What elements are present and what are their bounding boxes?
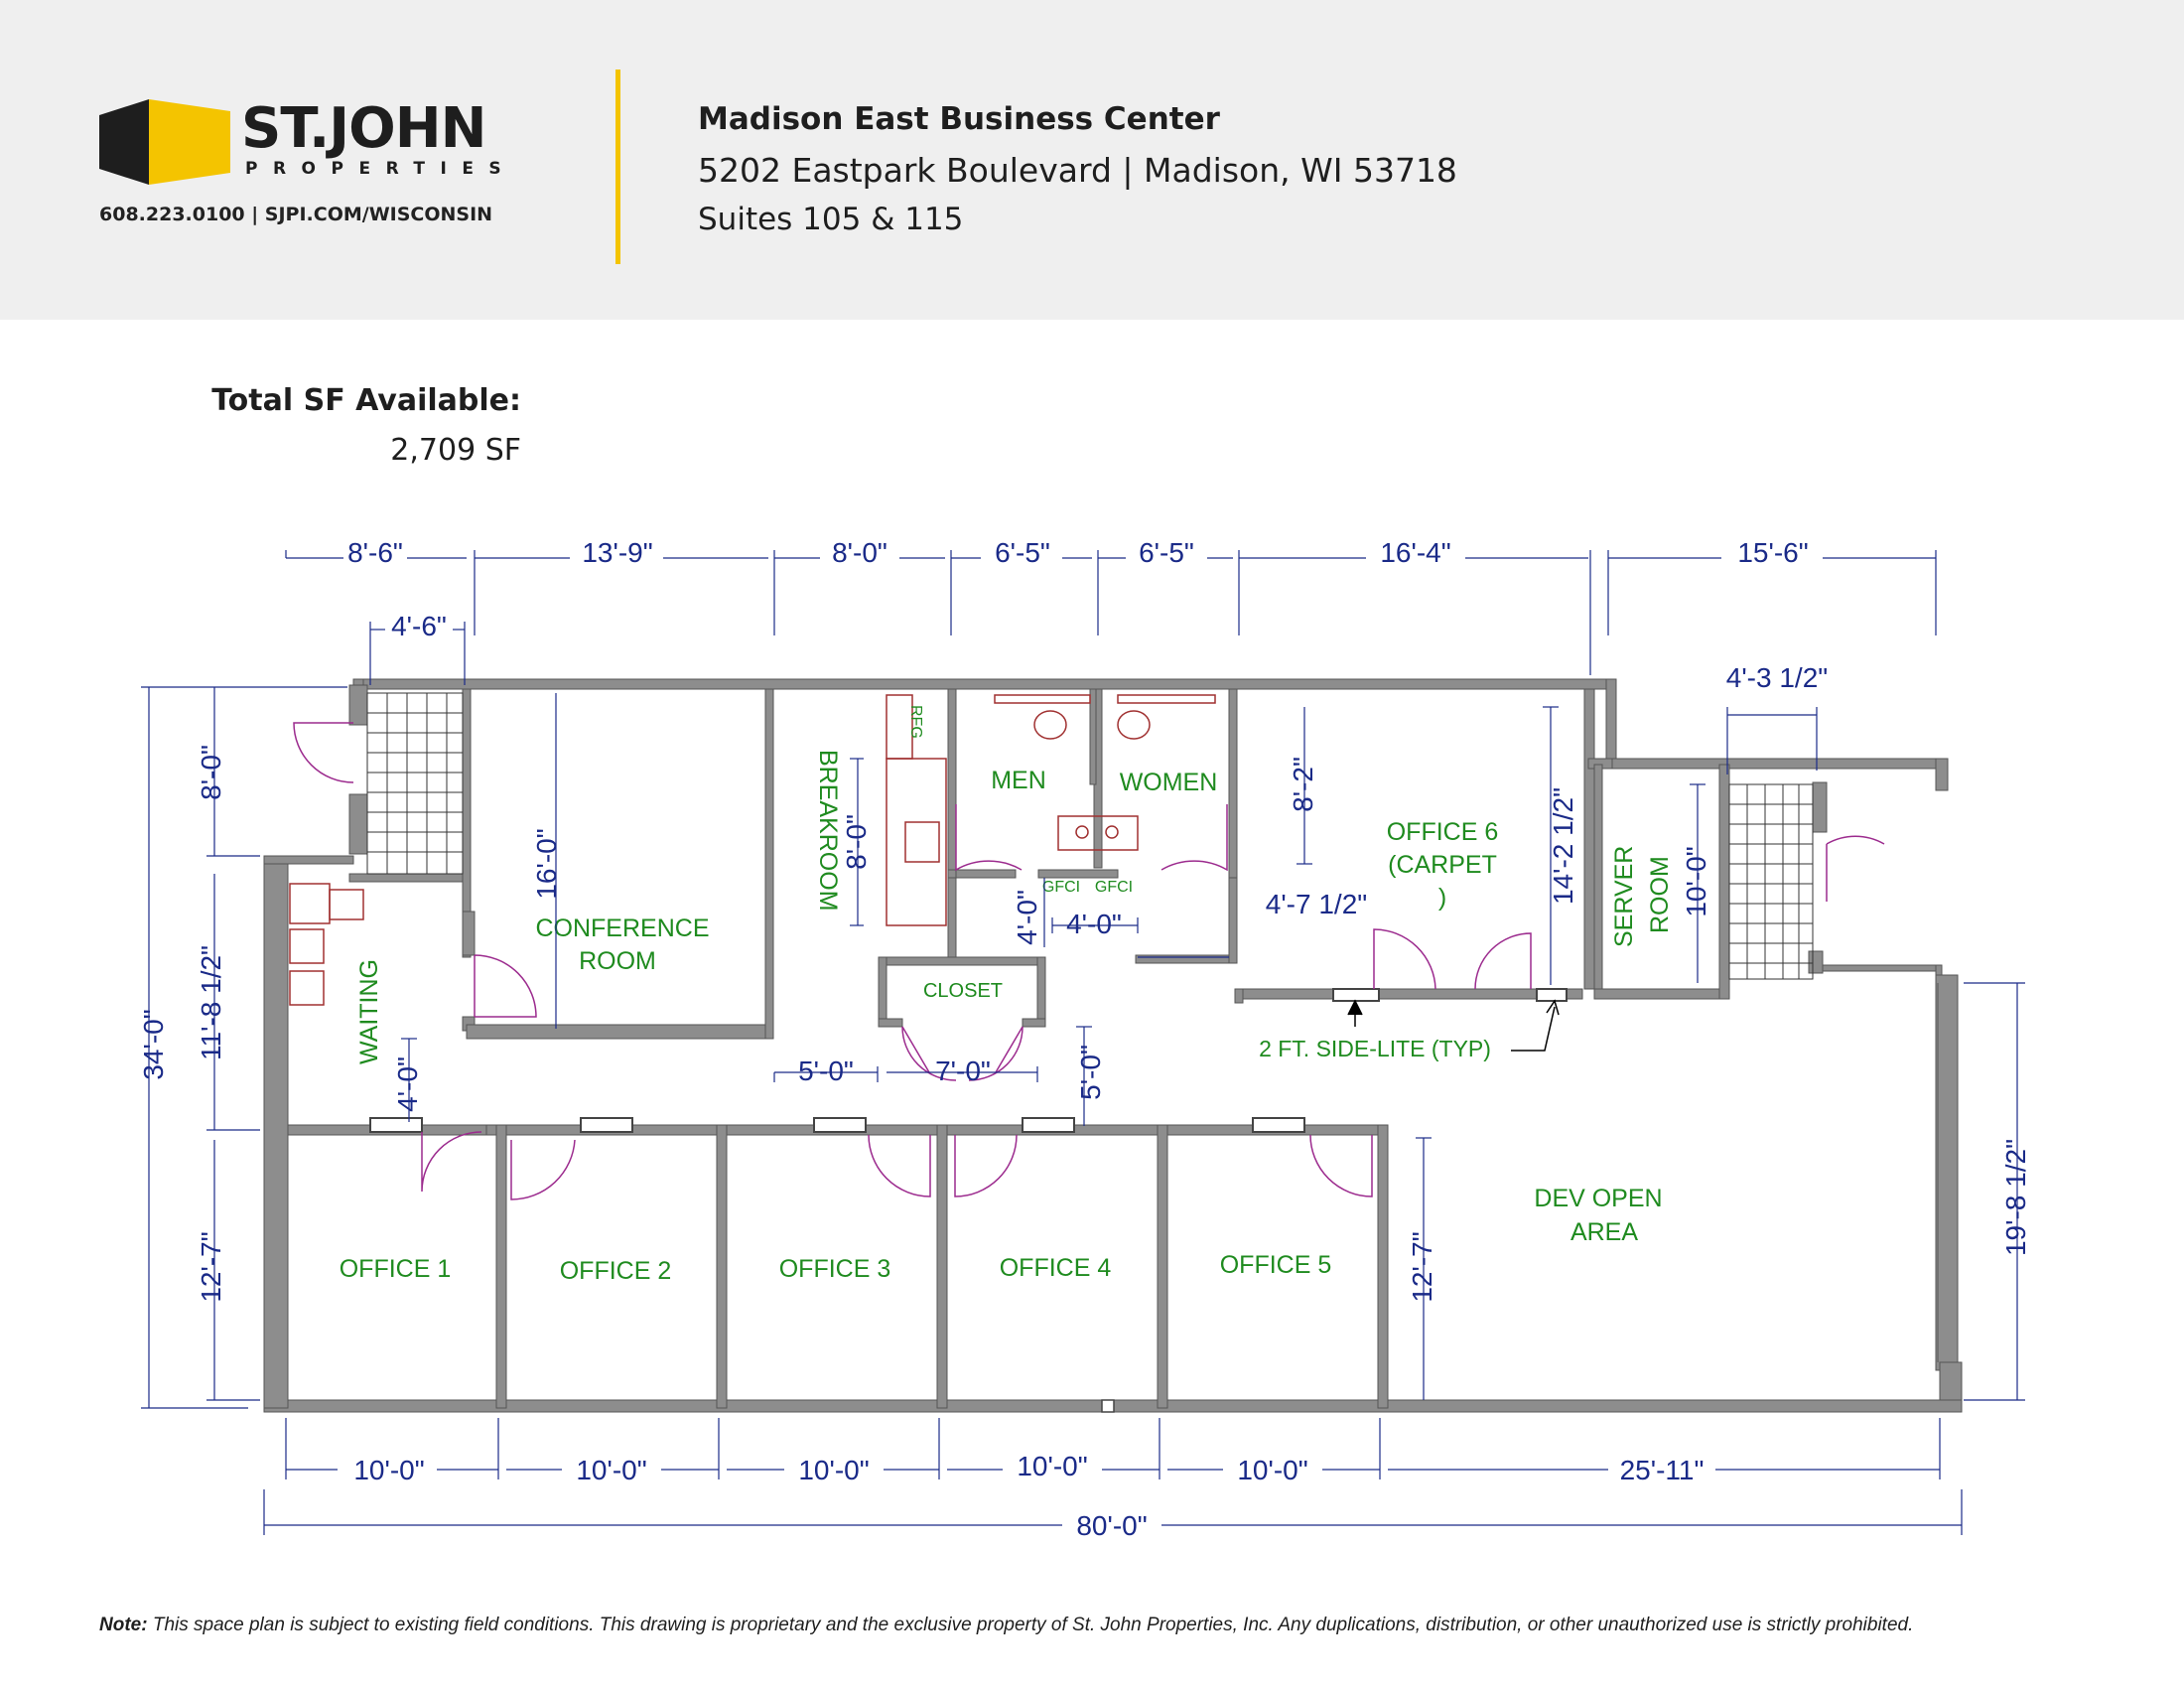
dim-bot-6: 25'-11": [1620, 1455, 1705, 1485]
dim-left-8: 8'-0": [196, 745, 226, 800]
room-labels: CONFERENCE ROOM BREAKROOM RFG MEN WOMEN …: [340, 705, 1674, 1285]
dim-top-7: 15'-6": [1737, 537, 1808, 568]
total-sf-value: 2,709 SF: [390, 433, 521, 468]
dim-left-12: 12'-7": [196, 1231, 226, 1302]
dim-bot-5: 10'-0": [1237, 1455, 1307, 1485]
header-divider: [615, 70, 620, 264]
brand-name: ST.JOHN: [241, 96, 486, 161]
brand-subtitle: PROPERTIES: [245, 159, 517, 179]
label-conference-1: CONFERENCE: [535, 914, 709, 942]
label-side-lite: 2 FT. SIDE-LITE (TYP): [1259, 1036, 1491, 1061]
label-office-3: OFFICE 3: [779, 1255, 891, 1283]
dim-top-3: 8'-0": [832, 537, 887, 568]
dimension-text: 8'-6" 13'-9" 8'-0" 6'-5" 6'-5" 16'-4" 15…: [138, 537, 2031, 1541]
dim-office6-14: 14'-2 1/2": [1548, 787, 1578, 905]
dim-server-vestibule: 4'-3 1/2": [1726, 662, 1828, 693]
dim-office6-8: 8'-2": [1288, 757, 1318, 812]
dim-break-8: 8'-0": [841, 814, 872, 870]
dim-bot-4: 10'-0": [1017, 1451, 1087, 1481]
vestibule-tile: [366, 692, 464, 875]
dim-left-total: 34'-0": [138, 1009, 169, 1079]
dim-left-11: 11'-8 1/2": [196, 945, 226, 1060]
walls: [263, 678, 1963, 1413]
property-address: 5202 Eastpark Boulevard | Madison, WI 53…: [698, 151, 1457, 190]
dim-right-19: 19'-8 1/2": [2000, 1139, 2031, 1256]
st-john-logo-icon: [99, 99, 230, 185]
dimension-lines: [141, 550, 2025, 1535]
server-vestibule-tile: [1728, 783, 1814, 980]
dim-dev-12: 12'-7": [1407, 1231, 1437, 1302]
property-name: Madison East Business Center: [698, 101, 1220, 137]
label-dev-2: AREA: [1570, 1218, 1638, 1246]
dim-top-4: 6'-5": [995, 537, 1050, 568]
header-bar: ST.JOHN PROPERTIES 608.223.0100 | SJPI.C…: [0, 0, 2184, 320]
dim-overall: 80'-0": [1076, 1510, 1147, 1541]
label-gfci-1: GFCI: [1042, 879, 1080, 896]
label-office-2: OFFICE 2: [560, 1257, 672, 1285]
dim-bot-2: 10'-0": [576, 1455, 646, 1485]
dim-closet-5a: 5'-0": [798, 1055, 854, 1086]
doors: [293, 722, 1885, 1200]
fixtures: [289, 694, 1216, 1006]
disclaimer-note: Note: This space plan is subject to exis…: [99, 1615, 1913, 1636]
dim-vestibule: 4'-6": [391, 611, 447, 641]
label-waiting: WAITING: [355, 959, 383, 1064]
label-office6-1: OFFICE 6: [1387, 818, 1499, 846]
label-server-1: SERVER: [1610, 846, 1638, 947]
label-closet: CLOSET: [923, 980, 1003, 1002]
label-rfg: RFG: [907, 705, 924, 739]
label-office6-2: (CARPET: [1388, 851, 1497, 879]
dim-top-1: 8'-6": [347, 537, 403, 568]
dim-server-10: 10'-0": [1681, 846, 1711, 916]
dim-waiting-4: 4'-0": [392, 1056, 423, 1112]
dim-top-6: 16'-4": [1380, 537, 1450, 568]
label-breakroom: BREAKROOM: [814, 750, 842, 912]
label-office-4: OFFICE 4: [1000, 1254, 1112, 1282]
dim-corr-4b: 4'-0": [1066, 909, 1122, 939]
dim-bot-3: 10'-0": [798, 1455, 869, 1485]
contact-info[interactable]: 608.223.0100 | SJPI.COM/WISCONSIN: [99, 204, 493, 225]
label-women: WOMEN: [1120, 769, 1218, 796]
dim-top-2: 13'-9": [582, 537, 652, 568]
note-label: Note:: [99, 1615, 148, 1635]
label-dev-1: DEV OPEN: [1534, 1185, 1662, 1212]
label-gfci-2: GFCI: [1095, 879, 1133, 896]
property-suites: Suites 105 & 115: [698, 202, 964, 237]
dim-closet-5b: 5'-0": [1075, 1045, 1106, 1100]
dim-bot-1: 10'-0": [353, 1455, 424, 1485]
label-office6-3: ): [1438, 884, 1446, 912]
dim-top-5: 6'-5": [1139, 537, 1194, 568]
label-server-2: ROOM: [1646, 856, 1674, 933]
dim-corr-4a: 4'-0": [1012, 890, 1042, 945]
label-office-5: OFFICE 5: [1220, 1251, 1332, 1279]
label-men: MEN: [991, 767, 1046, 794]
label-office-1: OFFICE 1: [340, 1255, 452, 1283]
total-sf-label: Total SF Available:: [211, 383, 521, 418]
dim-office6-4: 4'-7 1/2": [1266, 889, 1367, 919]
dim-closet-7: 7'-0": [935, 1055, 991, 1086]
dim-conf-16: 16'-0": [531, 828, 562, 899]
label-conference-2: ROOM: [579, 947, 656, 975]
note-text: This space plan is subject to existing f…: [147, 1615, 1914, 1635]
